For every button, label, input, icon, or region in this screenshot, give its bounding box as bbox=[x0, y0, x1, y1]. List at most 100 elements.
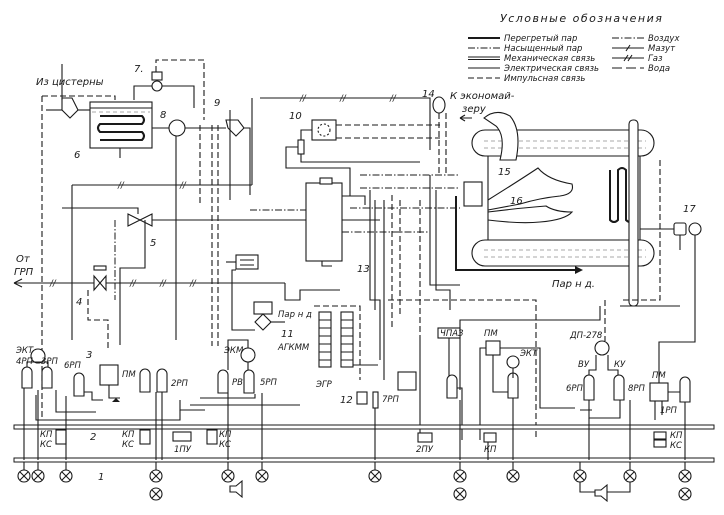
relay-rv bbox=[217, 369, 229, 394]
thermostat-7-lines bbox=[133, 85, 195, 108]
thermostat-7-head bbox=[151, 71, 163, 81]
relay-1rp bbox=[679, 376, 691, 403]
burner-vertical-lines bbox=[369, 190, 385, 380]
egr-frame bbox=[314, 305, 361, 380]
label-6rp-left: 6РП bbox=[64, 361, 82, 371]
device-box-center bbox=[397, 371, 417, 391]
signal-lamp-icon bbox=[453, 487, 467, 501]
cabinet-right-lead bbox=[342, 195, 366, 205]
control-posts: КП КС КП КС 1ПУ КП КС 2ПУ КП КП КС bbox=[40, 429, 683, 455]
boiler-bottom-wiring bbox=[459, 305, 680, 390]
label-chpaz: ЧПАЗ bbox=[440, 329, 464, 339]
legend-mark-fuel-oil bbox=[625, 44, 631, 52]
agkmm-valve-icon bbox=[254, 313, 272, 331]
label-7rp: 7РП bbox=[382, 395, 400, 405]
right-instruments: ЧПАЗ ПМ ЭКТ ДП-278 ВУ КУ 6РП 8РП ПМ 1РП bbox=[437, 300, 696, 440]
kp-ks-box bbox=[139, 429, 151, 445]
device-10 bbox=[311, 119, 337, 141]
lamp-leads bbox=[23, 462, 686, 470]
controller-cabinet bbox=[305, 182, 343, 262]
label-8: 8 bbox=[160, 110, 166, 121]
legend-label-air: Воздух bbox=[648, 34, 680, 44]
filter-9-icon bbox=[225, 119, 245, 137]
label-dp: ДП-278 bbox=[569, 331, 603, 341]
relay-connect bbox=[26, 361, 49, 367]
label-ekt-mid: ЭКТ bbox=[519, 349, 538, 359]
boiler-right-impulse bbox=[620, 160, 661, 301]
egr-column-1 bbox=[318, 311, 332, 368]
legend-title: Условные обозначения bbox=[500, 12, 663, 25]
flame-icon bbox=[487, 205, 574, 224]
burner-gas-lines bbox=[429, 175, 460, 310]
legend-label-impulse: Импульсная связь bbox=[504, 74, 585, 84]
horns bbox=[229, 479, 631, 503]
label-5: 5 bbox=[150, 238, 156, 249]
label-to-economizer-2: зеру bbox=[462, 104, 487, 115]
legend-label-mechanical: Механическая связь bbox=[504, 54, 595, 64]
relay-2rp bbox=[156, 368, 168, 393]
pm-mid-wiring bbox=[479, 347, 575, 440]
signal-lamp-icon bbox=[59, 469, 73, 483]
relay-chpaz bbox=[446, 374, 458, 399]
arrow-left-icon bbox=[459, 114, 472, 122]
label-1: 1 bbox=[98, 472, 104, 483]
label-2rp: 2РП bbox=[171, 379, 189, 389]
signal-lamp-icon bbox=[31, 469, 45, 483]
label-17: 17 bbox=[683, 204, 696, 215]
furnace-walls bbox=[487, 156, 641, 240]
chpaz-wiring bbox=[448, 338, 463, 440]
arrow-left-icon bbox=[13, 278, 23, 288]
pm-right-wiring bbox=[654, 330, 696, 420]
burner-impulse-lines bbox=[391, 195, 421, 340]
signal-lamp-icon bbox=[453, 469, 467, 483]
bus-drops bbox=[23, 388, 686, 470]
label-14: 14 bbox=[422, 89, 435, 100]
signal-lamp-icon bbox=[506, 469, 520, 483]
signal-lamp-icon bbox=[678, 469, 692, 483]
signal-lamp-icon bbox=[573, 469, 587, 483]
label-steam-in: Пар н д bbox=[278, 310, 312, 320]
bus-2 bbox=[13, 424, 715, 430]
ground-icon bbox=[112, 398, 120, 402]
relay-ekt-mid bbox=[507, 372, 519, 399]
signal-lamps bbox=[17, 469, 692, 501]
signal-lamp-icon bbox=[368, 469, 382, 483]
thermostat-7 bbox=[151, 80, 163, 92]
label-ekm: ЭКМ bbox=[223, 346, 244, 356]
upper-drum bbox=[471, 129, 655, 157]
label-7: 7. bbox=[134, 64, 144, 75]
gas-line-to-burner bbox=[284, 283, 340, 301]
cabinet-top-plug bbox=[319, 177, 333, 185]
small-heater-coil bbox=[240, 259, 254, 266]
relay-5rp bbox=[243, 369, 255, 394]
label-from-grp-1: От bbox=[16, 254, 31, 265]
label-pu2: 2ПУ bbox=[416, 445, 434, 455]
label-13: 13 bbox=[357, 264, 370, 275]
label-pm-left: ПМ bbox=[122, 370, 136, 380]
label-5rp: 5РП bbox=[260, 378, 278, 388]
signal-lamp-icon bbox=[678, 487, 692, 501]
filter-icon bbox=[61, 97, 79, 119]
label-kp: КП bbox=[484, 445, 497, 455]
horn-icon bbox=[594, 483, 608, 503]
device-17-gauge bbox=[688, 222, 702, 236]
gas-mark: // bbox=[339, 94, 347, 104]
relay-7rp bbox=[372, 391, 379, 409]
impulse-line-heater-left bbox=[41, 95, 116, 420]
drop-lines bbox=[23, 388, 686, 460]
label-rv: РВ bbox=[232, 378, 243, 388]
label-ks: КС bbox=[670, 441, 682, 451]
left-instruments: ЭКТ 4РП 3РП 6РП ПМ 3 2РП bbox=[15, 346, 189, 421]
label-agkmm: АГКММ bbox=[277, 343, 310, 353]
label-ekt-left: ЭКТ bbox=[15, 346, 34, 356]
gas-mark: // bbox=[129, 279, 137, 289]
pm-left bbox=[99, 364, 119, 386]
ekt-left-gauge bbox=[30, 348, 46, 364]
pump-8 bbox=[168, 119, 186, 137]
pu-2-box bbox=[417, 432, 433, 443]
signal-lamp-icon bbox=[221, 469, 235, 483]
gas-mark: // bbox=[299, 94, 307, 104]
legend-label-water: Вода bbox=[648, 64, 670, 74]
legend-label-superheated: Перегретый пар bbox=[504, 34, 577, 44]
